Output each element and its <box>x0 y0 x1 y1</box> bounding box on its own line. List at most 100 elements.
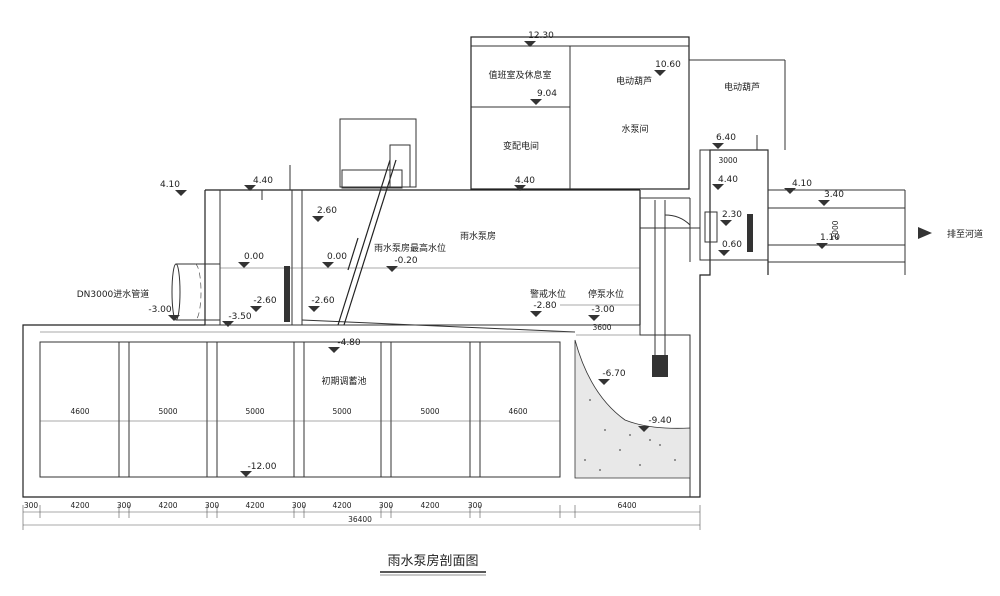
box-width-dim: 3000 <box>718 156 737 165</box>
dimension-segment: 300 <box>205 501 220 510</box>
compartment-width: 5000 <box>332 407 351 416</box>
svg-text:6.40: 6.40 <box>716 133 736 143</box>
label-warn-level: 警戒水位 <box>530 288 566 300</box>
svg-text:4.10: 4.10 <box>160 180 180 190</box>
svg-text:4.10: 4.10 <box>792 179 812 189</box>
svg-text:1.10: 1.10 <box>820 233 840 243</box>
svg-text:-3.00: -3.00 <box>148 305 172 315</box>
outlet-arrow-icon <box>918 227 932 239</box>
svg-text:-4.80: -4.80 <box>337 338 361 348</box>
elevation-upper-floor: 9.04 <box>530 89 557 105</box>
elevation-valve-bottom: 0.60 <box>718 240 742 256</box>
svg-text:2.60: 2.60 <box>317 206 337 216</box>
svg-text:-0.20: -0.20 <box>394 256 418 266</box>
elevation-stop-level: -3.00 <box>588 305 615 321</box>
screen-conveyor <box>337 144 411 326</box>
label-crane-left: 电动葫芦 <box>616 75 652 87</box>
dimension-segment: 4200 <box>158 501 177 510</box>
svg-text:4.40: 4.40 <box>253 176 273 186</box>
dimension-segment: 4200 <box>332 501 351 510</box>
label-stop-level: 停泵水位 <box>588 288 624 300</box>
svg-text:4.40: 4.40 <box>718 175 738 185</box>
elevation-floor-right: 4.40 <box>712 175 738 190</box>
compartment-width: 5000 <box>245 407 264 416</box>
label-crane-right: 电动葫芦 <box>724 81 760 93</box>
compartment-width: 5000 <box>158 407 177 416</box>
earth-fill <box>574 339 691 479</box>
elevation-inlet-bottom: -3.00 <box>148 305 180 321</box>
compartment-labels: 4600 5000 5000 5000 5000 4600 <box>70 407 527 416</box>
elevation-pit-bottom: -9.40 <box>638 416 672 432</box>
elevation-crane-left: 10.60 <box>654 60 681 76</box>
dimension-segment: 4200 <box>245 501 264 510</box>
elevation-tank-bottom: -12.00 <box>240 462 277 477</box>
label-rain-pump-room: 雨水泵房 <box>460 230 496 242</box>
elevation-outlet-top: 3.40 <box>818 190 844 206</box>
label-max-level: 雨水泵房最高水位 <box>374 242 446 254</box>
compartment-width: 4600 <box>70 407 89 416</box>
svg-text:12.30: 12.30 <box>528 31 554 41</box>
label-outlet: 排至河道 <box>947 228 983 240</box>
elevation-outlet-bottom: 1.10 <box>816 233 840 249</box>
dimension-segment: 300 <box>24 501 39 510</box>
title-block: 雨水泵房剖面图 <box>380 553 486 576</box>
elevation-tank-top-left: 4.40 <box>244 176 273 191</box>
svg-text:-3.00: -3.00 <box>591 305 615 315</box>
dimension-segment: 4200 <box>70 501 89 510</box>
room-labels: 值班室及休息室 电动葫芦 电动葫芦 变配电间 水泵间 雨水泵房 雨水泵房最高水位… <box>77 69 983 387</box>
elevation-screen-floor-left: -2.60 <box>250 296 277 312</box>
equipment <box>284 135 758 377</box>
svg-text:4.40: 4.40 <box>515 176 535 186</box>
elevation-marks: 12.30 10.60 9.04 6.40 4.40 4.10 4.40 4.4… <box>148 31 844 477</box>
compartment-width: 4600 <box>508 407 527 416</box>
structure-walls <box>22 149 906 498</box>
dimension-segment: 300 <box>379 501 394 510</box>
dimension-chain: 300 4200 300 4200 300 4200 300 4200 300 … <box>22 501 701 530</box>
elevation-warn-level: -2.80 <box>530 301 557 317</box>
label-pump-room: 水泵间 <box>621 123 648 135</box>
label-regulation-tank: 初期调蓄池 <box>321 375 366 387</box>
svg-text:-9.40: -9.40 <box>648 416 672 426</box>
elevation-inlet-floor: -3.50 <box>222 312 252 327</box>
label-switch-room: 变配电间 <box>503 140 539 152</box>
svg-text:-12.00: -12.00 <box>247 462 276 472</box>
svg-text:-2.80: -2.80 <box>533 301 557 311</box>
dimension-segment: 4200 <box>420 501 439 510</box>
dimension-segment: 6400 <box>617 501 636 510</box>
svg-text:10.60: 10.60 <box>655 60 681 70</box>
elevation-screen-floor-mid: -2.60 <box>308 296 335 312</box>
elevation-zero-mid: 0.00 <box>322 252 347 268</box>
dimension-segment: 300 <box>292 501 307 510</box>
svg-text:9.04: 9.04 <box>537 89 557 99</box>
svg-text:0.00: 0.00 <box>327 252 347 262</box>
label-inlet-pipe: DN3000进水管道 <box>77 288 150 300</box>
elevation-outlet-pipe: 2.30 <box>720 210 742 226</box>
svg-text:0.60: 0.60 <box>722 240 742 250</box>
elevation-pump-level: -6.70 <box>598 369 626 385</box>
compartment-width: 5000 <box>420 407 439 416</box>
svg-text:-6.70: -6.70 <box>602 369 626 379</box>
svg-text:0.00: 0.00 <box>244 252 264 262</box>
svg-text:2.30: 2.30 <box>722 210 742 220</box>
elevation-roof: 12.30 <box>524 31 554 47</box>
elevation-floor-mid: 4.40 <box>514 176 535 191</box>
elevation-ground-left: 4.10 <box>160 180 187 196</box>
elevation-ground-right: 4.10 <box>784 179 812 194</box>
svg-text:-2.60: -2.60 <box>253 296 277 306</box>
svg-text:-3.50: -3.50 <box>228 312 252 322</box>
elevation-crane-right: 6.40 <box>712 133 736 149</box>
elevation-slab-mid: -4.80 <box>328 338 361 353</box>
elevation-zero-left: 0.00 <box>238 252 264 268</box>
dimension-total: 36400 <box>348 515 372 524</box>
elevation-max-level: -0.20 <box>386 256 418 272</box>
svg-text:-2.60: -2.60 <box>311 296 335 306</box>
superstructure <box>339 36 786 190</box>
outlet-height-dim: 2000 <box>831 220 840 239</box>
svg-text:3.40: 3.40 <box>824 190 844 200</box>
sump-width-dim: 3600 <box>592 323 611 332</box>
drawing-title: 雨水泵房剖面图 <box>387 553 478 569</box>
label-duty-room: 值班室及休息室 <box>488 69 551 81</box>
inlet-pipe <box>171 263 220 321</box>
elevation-screen-top: 2.60 <box>312 206 337 222</box>
